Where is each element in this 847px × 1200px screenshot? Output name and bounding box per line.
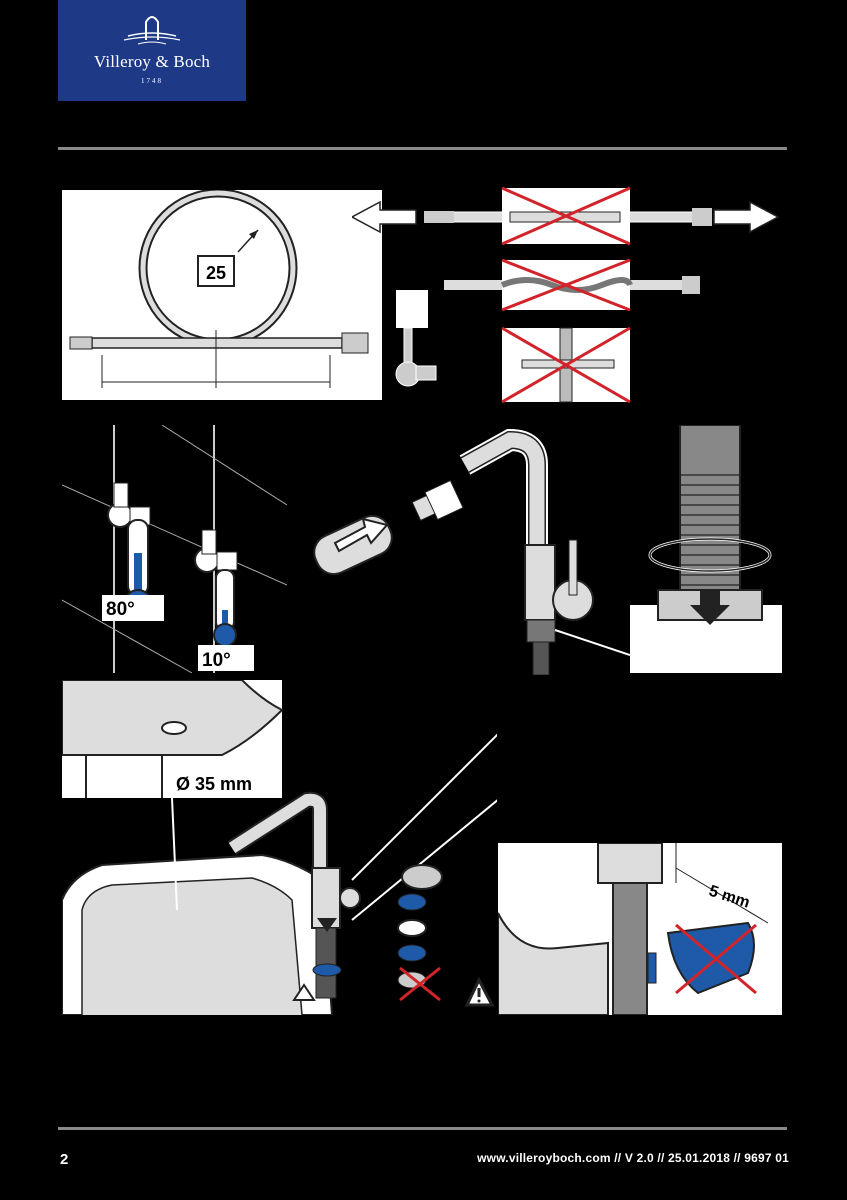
- hose-o-ring-figure: [630, 425, 782, 673]
- brand-year: 1748: [141, 77, 163, 85]
- footer-info: www.villeroyboch.com // V 2.0 // 25.01.2…: [477, 1151, 789, 1165]
- angle-valves-temperature-figure: 80° 10°: [62, 425, 287, 673]
- page-number: 2: [60, 1151, 69, 1168]
- faucet-logo-icon: [123, 16, 181, 45]
- five-mm-gap-figure: 5 mm: [498, 843, 782, 1015]
- faucet-spray-figure: [313, 428, 630, 675]
- sink-hole-installation-figure: Ø 35 mm: [62, 680, 497, 1015]
- footer-divider: [58, 1127, 787, 1130]
- brand-logo: Villeroy & Boch 1748: [58, 0, 246, 101]
- bend-radius-label: 25: [206, 263, 226, 283]
- hole-diameter-label: Ø 35 mm: [176, 774, 252, 794]
- hose-bend-radius-figure: 25: [62, 190, 382, 400]
- hot-water-temp-label: 80°: [106, 599, 135, 620]
- brand-name: Villeroy & Boch: [93, 52, 211, 71]
- header-divider: [58, 147, 787, 150]
- cold-water-temp-label: 10°: [202, 650, 231, 671]
- hose-handling-figure: [352, 186, 780, 404]
